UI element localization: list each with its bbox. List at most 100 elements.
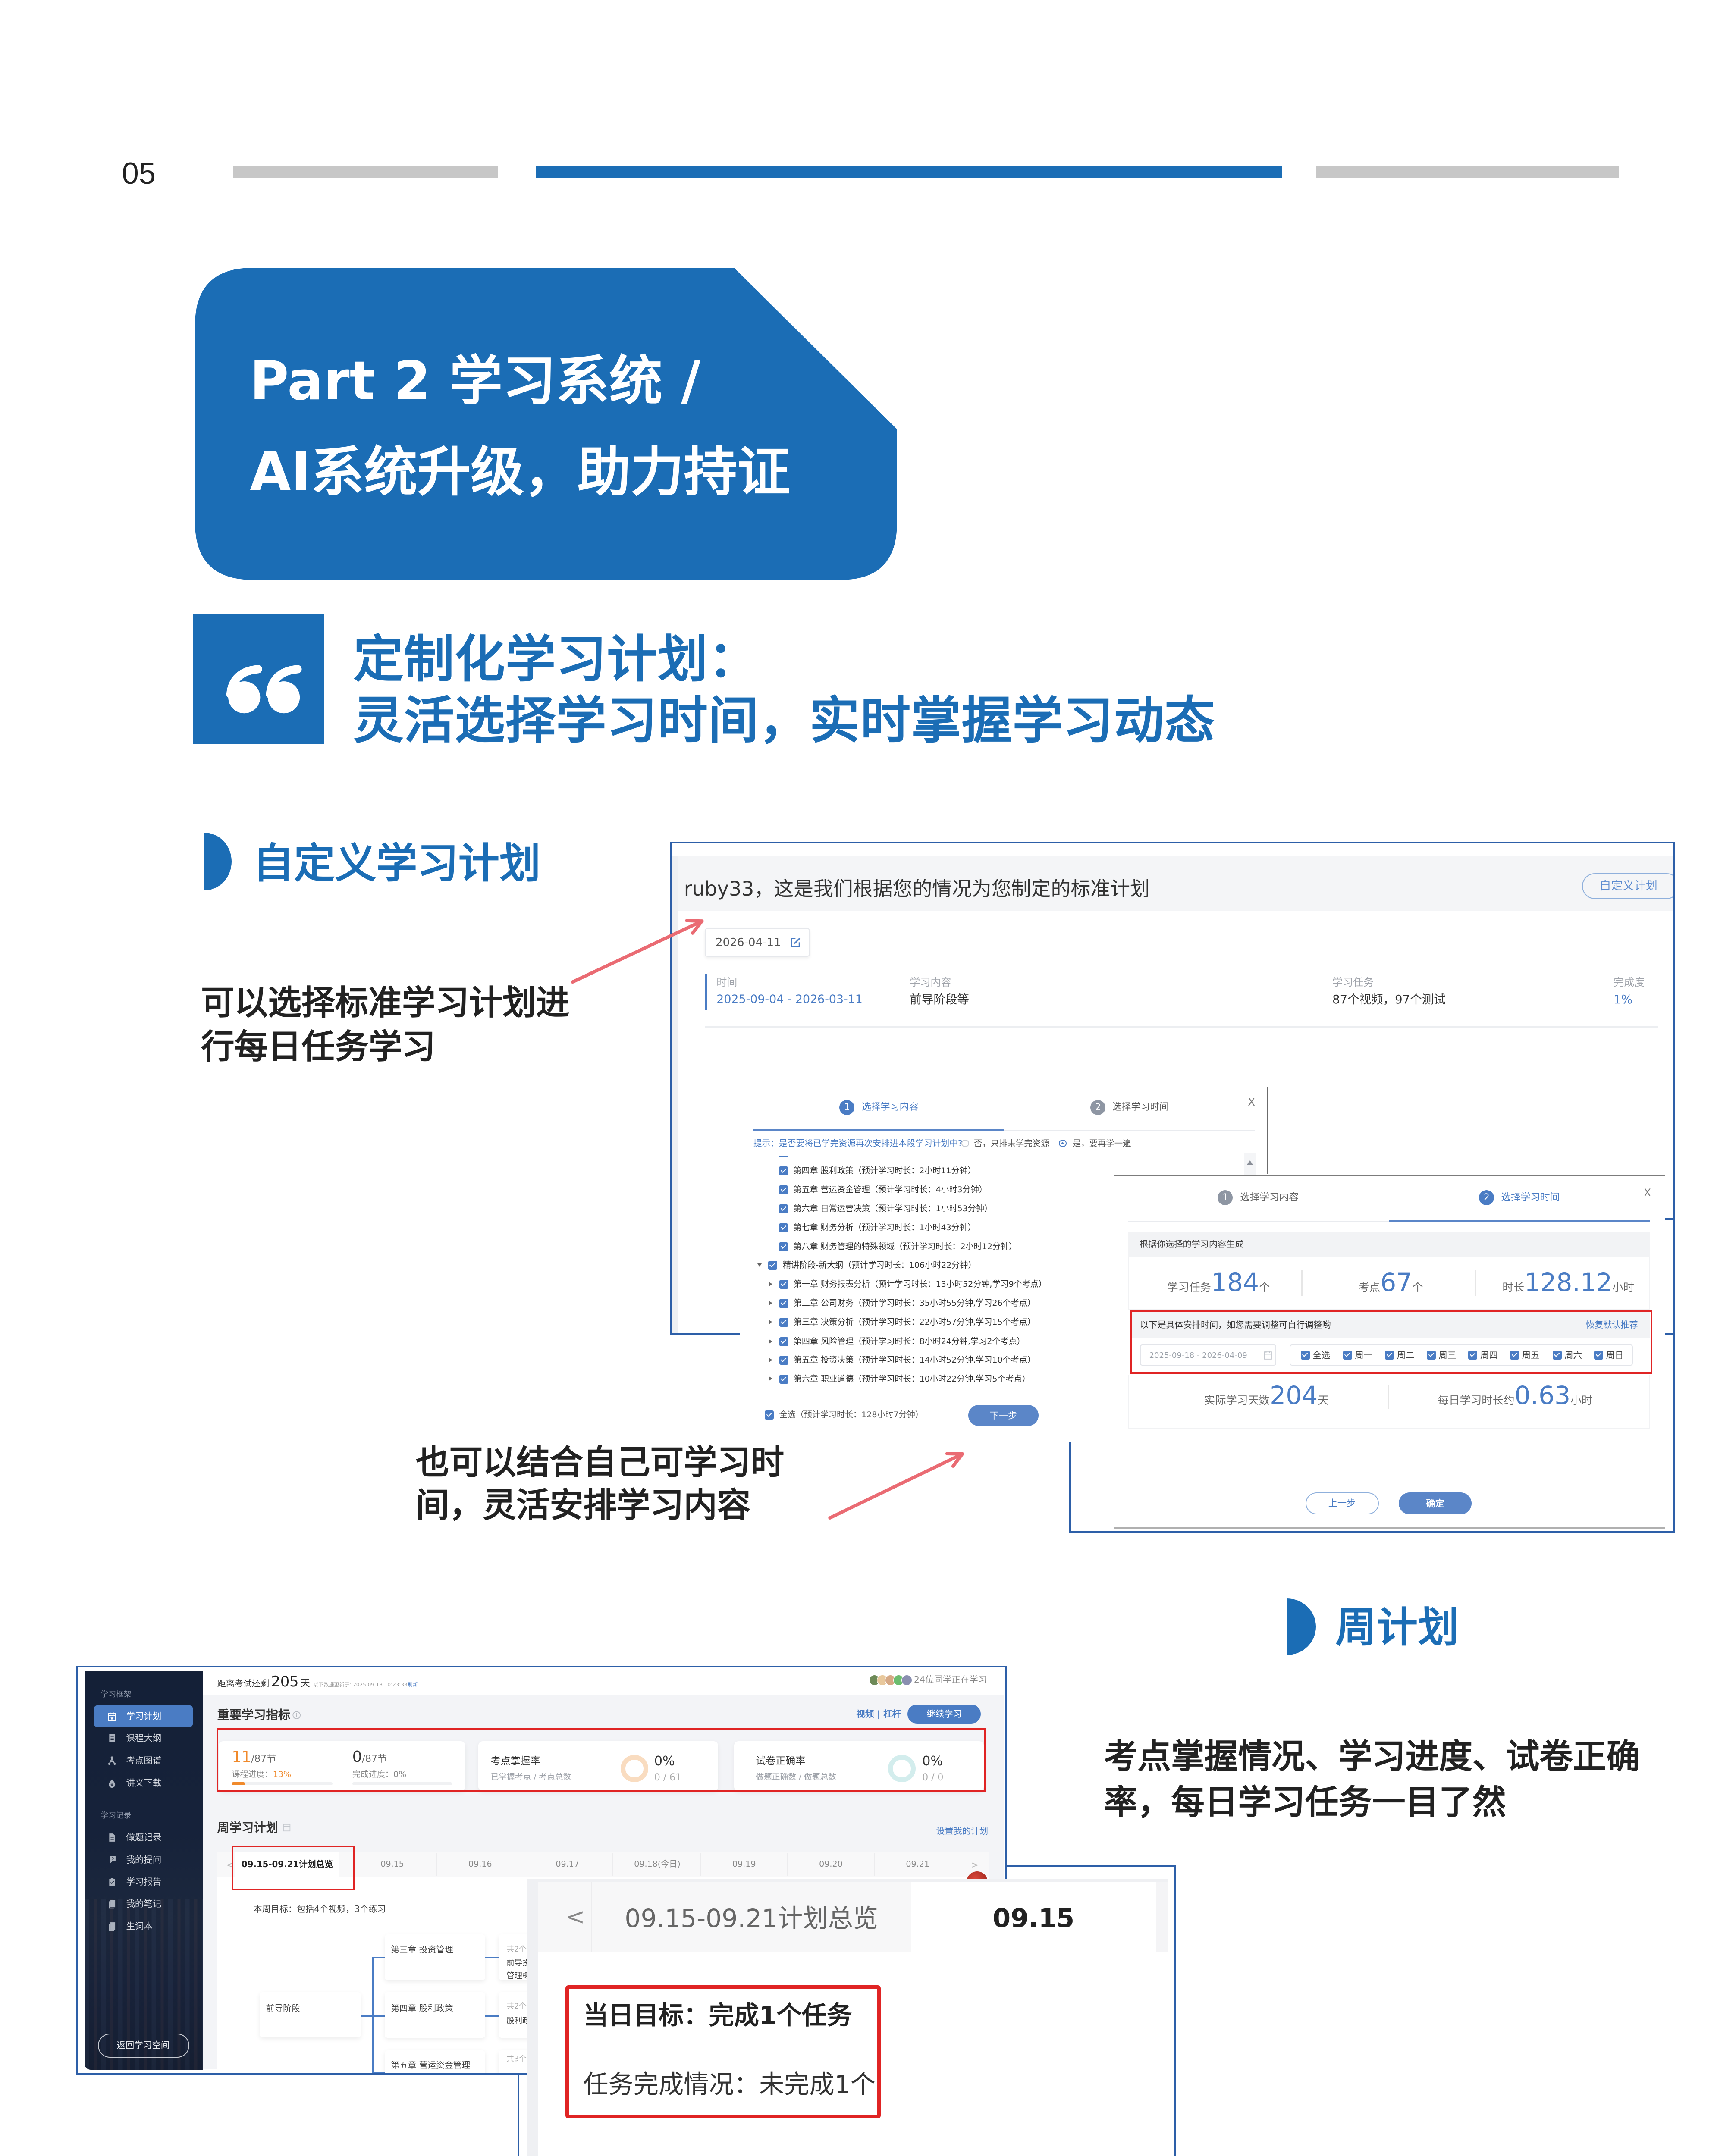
tab-day[interactable]: 09.21 <box>906 1859 929 1869</box>
item-checkbox[interactable] <box>779 1374 788 1384</box>
continue-learning-button[interactable]: 继续学习 <box>907 1705 981 1724</box>
item-checkbox[interactable] <box>779 1337 788 1346</box>
weekday-checkbox[interactable] <box>1510 1350 1519 1360</box>
sidebar-item-study-plan[interactable] <box>94 1705 193 1727</box>
reuse-tip: 提示：是否要将已学完资源再次安排进本段学习计划中? <box>753 1138 963 1148</box>
option-yes-label[interactable]: 是，要再学一遍 <box>1072 1138 1131 1148</box>
close-icon[interactable]: X <box>1644 1186 1651 1199</box>
step-2-label[interactable]: 选择学习时间 <box>1112 1102 1169 1113</box>
select-all-label[interactable]: 全选（预计学习时长：128小时7分钟） <box>779 1410 923 1420</box>
tree-chapter-card[interactable]: 第五章 营运资金管理 <box>384 2050 485 2074</box>
calendar-icon[interactable] <box>1263 1350 1272 1360</box>
item-label: 第四章 风险管理（预计学习时长：8小时24分钟,学习2个考点） <box>793 1336 1025 1346</box>
tab-day[interactable]: 09.20 <box>819 1859 843 1869</box>
tree-root-card[interactable]: 前导阶段 <box>260 1992 361 2038</box>
tab-next-sliver[interactable] <box>1155 1882 1168 1952</box>
tab-day-today[interactable]: 09.18(今日) <box>634 1859 681 1869</box>
tab-day[interactable]: 09.17 <box>556 1859 579 1869</box>
step-2-badge[interactable]: 2 <box>1090 1100 1106 1115</box>
expand-icon[interactable] <box>769 1376 773 1381</box>
option-no-label[interactable]: 否，只排未学完资源 <box>973 1138 1049 1148</box>
edit-icon[interactable] <box>790 937 801 948</box>
item-checkbox[interactable] <box>779 1356 788 1365</box>
sidebar-group-framework: 学习框架 <box>100 1690 132 1699</box>
back-to-space-button[interactable]: 返回学习空间 <box>97 2033 189 2058</box>
item-checkbox[interactable] <box>779 1166 788 1175</box>
item-checkbox[interactable] <box>779 1223 788 1233</box>
tab-week-overview[interactable]: 09.15-09.21计划总览 <box>591 1882 911 1952</box>
weekday-checkbox[interactable] <box>1385 1350 1394 1360</box>
weekday-label[interactable]: 周一 <box>1355 1350 1373 1360</box>
weekday-checkbox[interactable] <box>1468 1350 1478 1360</box>
sidebar-item-label[interactable]: 我的笔记 <box>126 1899 162 1909</box>
expand-icon[interactable] <box>769 1319 773 1324</box>
weekday-label[interactable]: 周日 <box>1606 1350 1624 1360</box>
scroll-up-icon[interactable] <box>1246 1160 1253 1165</box>
item-checkbox[interactable] <box>779 1299 788 1308</box>
weekday-label[interactable]: 周四 <box>1480 1350 1498 1360</box>
item-checkbox[interactable] <box>779 1185 788 1194</box>
confirm-button[interactable]: 确定 <box>1398 1492 1472 1515</box>
sidebar-item-label[interactable]: 讲义下载 <box>126 1777 162 1788</box>
item-checkbox[interactable] <box>779 1204 788 1213</box>
exam-countdown: 距离考试还剩 205 天 以下数据更新于: 2025.09.18 10:23:3… <box>217 1674 418 1689</box>
previous-step-button[interactable]: 上一步 <box>1306 1492 1379 1515</box>
expand-icon[interactable] <box>769 1358 773 1363</box>
weekday-label[interactable]: 周三 <box>1438 1350 1457 1360</box>
set-my-plan-link[interactable]: 设置我的计划 <box>936 1825 989 1836</box>
sidebar-item-label[interactable]: 生词本 <box>126 1921 153 1931</box>
item-checkbox[interactable] <box>779 1242 788 1252</box>
expand-icon[interactable] <box>769 1339 773 1344</box>
tree-chapter-card[interactable]: 第四章 股利政策 <box>384 1992 485 2038</box>
next-step-button[interactable]: 下一步 <box>968 1404 1039 1426</box>
sidebar-item-label[interactable]: 考点图谱 <box>126 1755 162 1766</box>
weekday-label[interactable]: 周六 <box>1564 1350 1582 1360</box>
custom-plan-button[interactable]: 自定义计划 <box>1582 873 1673 899</box>
sidebar-item-label[interactable]: 做题记录 <box>126 1832 162 1843</box>
weekday-checkbox[interactable] <box>1426 1350 1436 1360</box>
week-next-icon[interactable]: > <box>971 1859 979 1870</box>
video-leverage-links[interactable]: 视频 | 杠杆 <box>856 1709 901 1720</box>
tab-week-overview[interactable]: 09.15-09.21计划总览 <box>235 1852 339 1877</box>
weekday-checkbox[interactable] <box>1343 1350 1352 1360</box>
sidebar-item-label[interactable]: 学习报告 <box>126 1877 162 1887</box>
tab-day[interactable]: 09.15 <box>380 1859 404 1869</box>
restore-default-link[interactable]: 恢复默认推荐 <box>1585 1319 1638 1330</box>
close-icon[interactable]: X <box>1248 1096 1255 1109</box>
refresh-link[interactable]: 刷新 <box>407 1682 418 1688</box>
sidebar-item-label[interactable]: 课程大纲 <box>126 1733 162 1743</box>
sidebar-item-label[interactable]: 学习计划 <box>126 1711 162 1721</box>
weekday-label[interactable]: 周二 <box>1397 1350 1415 1360</box>
step-1-label[interactable]: 选择学习内容 <box>862 1102 919 1113</box>
expand-icon[interactable] <box>769 1301 773 1306</box>
option-yes-radio[interactable] <box>1058 1139 1067 1147</box>
stage-checkbox[interactable] <box>768 1261 777 1270</box>
step-2-badge[interactable]: 2 <box>1479 1190 1494 1206</box>
step-1-badge[interactable]: 1 <box>839 1100 855 1115</box>
item-checkbox[interactable] <box>779 1317 788 1327</box>
tab-day[interactable]: 09.19 <box>732 1859 756 1869</box>
step-1-badge[interactable]: 1 <box>1218 1190 1233 1206</box>
info-icon[interactable] <box>292 1711 301 1720</box>
tree-chapter-card[interactable]: 第三章 投资管理 <box>384 1934 485 1981</box>
item-checkbox[interactable] <box>779 1280 788 1289</box>
tab-day[interactable]: 09.16 <box>468 1859 492 1869</box>
option-no-radio[interactable] <box>961 1139 969 1147</box>
weekday-label[interactable]: 周五 <box>1522 1350 1540 1360</box>
day-prev-button[interactable]: < <box>538 1882 592 1952</box>
expand-icon[interactable] <box>769 1282 773 1287</box>
date-range-input[interactable]: 2025-09-18 - 2026-04-09 <box>1140 1344 1277 1366</box>
calendar-icon[interactable] <box>283 1823 291 1832</box>
step-1-label[interactable]: 选择学习内容 <box>1240 1192 1299 1203</box>
select-all-checkbox[interactable] <box>765 1410 774 1420</box>
weekday-checkbox-all[interactable] <box>1300 1350 1310 1360</box>
part-banner-shape <box>195 268 897 580</box>
tab-day-selected[interactable]: 09.15 <box>911 1882 1156 1952</box>
sidebar-item-label[interactable]: 我的提问 <box>126 1854 162 1865</box>
collapse-icon[interactable] <box>757 1263 762 1268</box>
weekday-checkbox[interactable] <box>1552 1350 1562 1360</box>
plan-date-box[interactable]: 2026-04-11 <box>705 928 810 957</box>
weekday-checkbox[interactable] <box>1594 1350 1604 1360</box>
weekday-label[interactable]: 全选 <box>1312 1350 1331 1360</box>
step-2-label[interactable]: 选择学习时间 <box>1501 1192 1560 1203</box>
